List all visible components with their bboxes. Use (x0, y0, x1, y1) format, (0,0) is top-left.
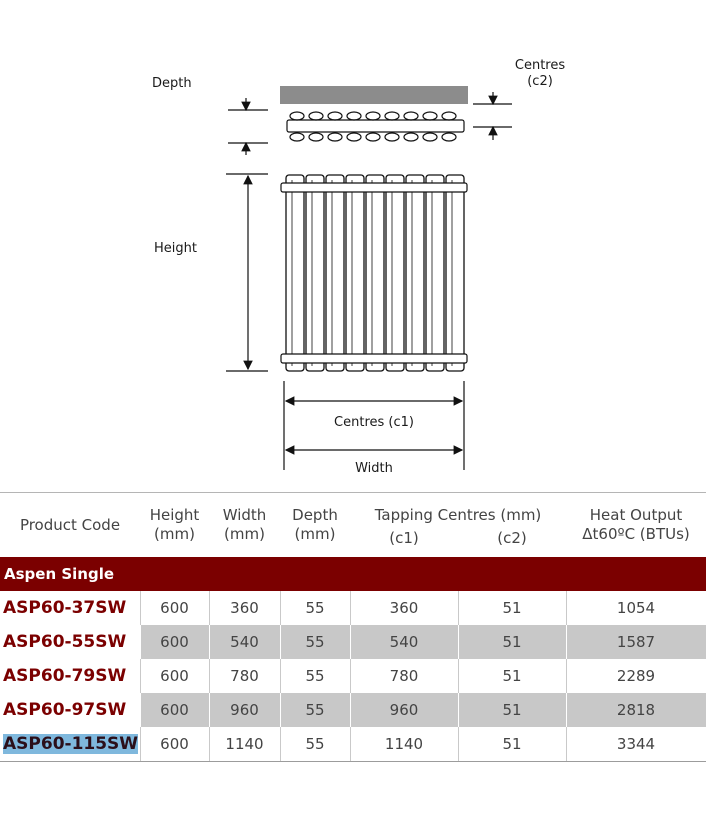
header-height: Height (mm) (140, 493, 209, 558)
height-cell: 600 (140, 727, 210, 762)
centres-c2-label-line1: Centres (514, 58, 566, 73)
product-code-cell: ASP60-55SW (0, 625, 141, 659)
depth-cell: 55 (280, 659, 351, 693)
header-depth: Depth (mm) (280, 493, 350, 558)
product-code-cell: ASP60-37SW (0, 591, 141, 625)
height-dimension (226, 173, 268, 372)
group-row: Aspen Single (0, 557, 706, 591)
header-heat-output-line1: Heat Output (589, 506, 683, 524)
c1-cell: 360 (350, 591, 459, 625)
depth-cell: 55 (280, 727, 351, 762)
product-code-cell: ASP60-97SW (0, 693, 141, 727)
c2-cell: 51 (458, 727, 567, 762)
top-view-tubes (289, 111, 457, 142)
front-view-tube-lines (291, 180, 453, 366)
width-cell: 360 (209, 591, 281, 625)
table-header: Product Code Height (mm) Width (mm) Dept… (0, 492, 706, 558)
height-label: Height (154, 241, 197, 256)
c1-cell: 540 (350, 625, 459, 659)
table-row: ASP60-79SW 600 780 55 780 51 2289 (0, 659, 706, 693)
depth-cell: 55 (280, 625, 351, 659)
header-height-line1: Height (149, 506, 200, 524)
header-width-line1: Width (222, 506, 267, 524)
front-view-columns (285, 174, 465, 372)
height-cell: 600 (140, 625, 210, 659)
centres-c1-dimension (283, 381, 465, 470)
height-cell: 600 (140, 591, 210, 625)
centres-c2-dimension (473, 92, 512, 140)
header-depth-line2: (mm) (294, 525, 336, 543)
table-row: ASP60-115SW 600 1140 55 1140 51 3344 (0, 727, 706, 762)
header-width: Width (mm) (209, 493, 280, 558)
depth-cell: 55 (280, 591, 351, 625)
heat-output-cell: 1587 (566, 625, 706, 659)
c1-cell: 1140 (350, 727, 459, 762)
width-cell: 1140 (209, 727, 281, 762)
header-height-line2: (mm) (154, 525, 195, 543)
c2-cell: 51 (458, 591, 567, 625)
c2-cell: 51 (458, 659, 567, 693)
header-width-line2: (mm) (224, 525, 265, 543)
header-depth-line1: Depth (292, 506, 338, 524)
width-cell: 780 (209, 659, 281, 693)
header-heat-output: Heat Output Δt60ºC (BTUs) (566, 493, 706, 558)
centres-c2-label-line2: (c2) (527, 74, 553, 89)
heat-output-cell: 3344 (566, 727, 706, 762)
wall-plate (280, 86, 468, 104)
centres-c1-label: Centres (c1) (334, 415, 414, 430)
depth-cell: 55 (280, 693, 351, 727)
depth-label: Depth (152, 76, 192, 91)
heat-output-cell: 1054 (566, 591, 706, 625)
height-cell: 600 (140, 659, 210, 693)
header-product-code: Product Code (19, 515, 121, 534)
top-view-bar (286, 119, 465, 133)
group-label: Aspen Single (0, 557, 706, 591)
heat-output-cell: 2289 (566, 659, 706, 693)
header-heat-output-line2: Δt60ºC (BTUs) (582, 525, 690, 543)
selected-product-code[interactable]: ASP60-115SW (3, 734, 139, 754)
width-cell: 540 (209, 625, 281, 659)
width-label: Width (355, 461, 393, 476)
c2-cell: 51 (458, 693, 567, 727)
table-row: ASP60-55SW 600 540 55 540 51 1587 (0, 625, 706, 659)
specification-table: Product Code Height (mm) Width (mm) Dept… (0, 492, 706, 762)
radiator-drawing (226, 86, 512, 470)
table-row: ASP60-97SW 600 960 55 960 51 2818 (0, 693, 706, 727)
header-tapping-centres: Tapping Centres (mm) (374, 506, 542, 524)
table-row: ASP60-37SW 600 360 55 360 51 1054 (0, 591, 706, 625)
height-cell: 600 (140, 693, 210, 727)
depth-dimension (228, 98, 268, 155)
header-c2: (c2) (497, 529, 527, 547)
c2-cell: 51 (458, 625, 567, 659)
width-cell: 960 (209, 693, 281, 727)
header-c1: (c1) (389, 529, 419, 547)
c1-cell: 780 (350, 659, 459, 693)
header-bars (280, 182, 468, 364)
radiator-dimension-diagram: Depth Centres (c2) Height Centres (c1) W… (152, 58, 566, 476)
heat-output-cell: 2818 (566, 693, 706, 727)
c1-cell: 960 (350, 693, 459, 727)
product-code-cell: ASP60-79SW (0, 659, 141, 693)
product-code-cell[interactable]: ASP60-115SW (0, 727, 141, 762)
